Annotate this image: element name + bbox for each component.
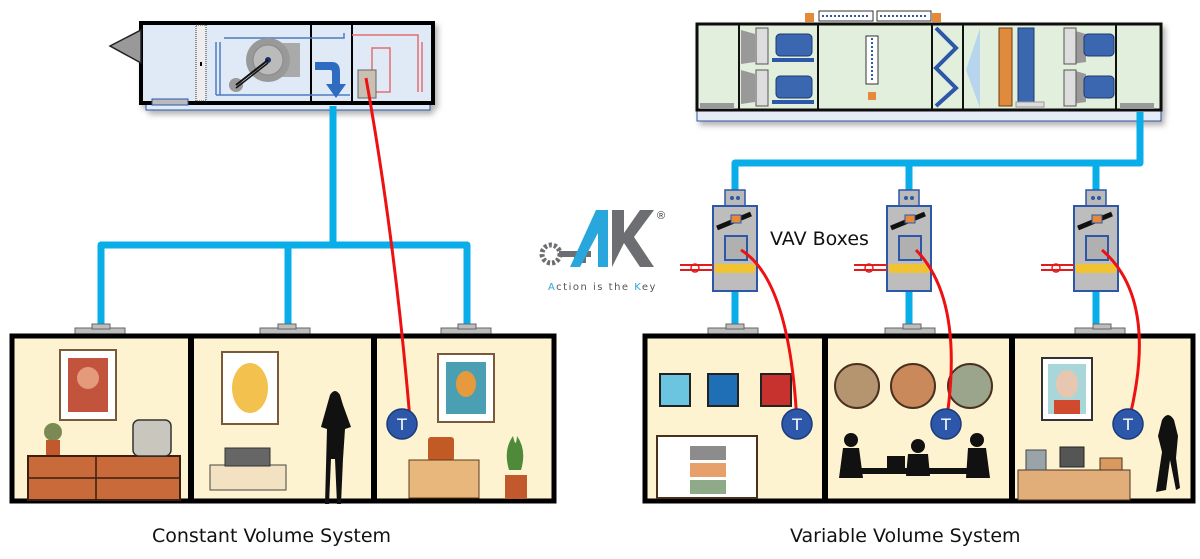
thermostat-label: T [940, 415, 951, 434]
ahu-sections [738, 24, 1117, 110]
plant-pot [506, 436, 524, 470]
pop-art-3 [760, 373, 792, 407]
tagline-k: K [634, 282, 642, 293]
cooling-coil-blue [1017, 27, 1035, 103]
registered-mark: ® [657, 210, 666, 222]
vav-box [886, 189, 932, 292]
pre-filter [966, 28, 980, 108]
computer-desk [209, 464, 287, 491]
tagline-mid: ction is the [556, 282, 635, 293]
thermostat: T [386, 408, 418, 440]
woman-silhouette [1156, 415, 1180, 492]
plant-pot [44, 423, 62, 441]
thermostat-label: T [791, 415, 802, 434]
thermostat-label: T [1122, 415, 1133, 434]
pop-art-2 [707, 373, 739, 407]
round-landscape-3 [947, 363, 993, 409]
supply-fan-motors [741, 27, 1115, 107]
tagline-a: A [548, 282, 557, 293]
gear-key-icon [539, 210, 654, 267]
air-intake-hood [108, 28, 142, 65]
thermostat: T [930, 408, 962, 440]
desk [408, 459, 480, 499]
mixing-dampers [805, 10, 941, 100]
vav-boxes-label: VAV Boxes [770, 228, 869, 250]
constant-volume-caption: Constant Volume System [152, 525, 392, 547]
round-landscape-2 [890, 363, 936, 409]
ceiling-diffusers [74, 323, 1126, 337]
constant-volume-ductwork [97, 106, 471, 327]
round-landscape-1 [834, 363, 880, 409]
room-furnishings [27, 349, 1180, 504]
logo-tagline: Action is the Key [548, 282, 657, 293]
cooling-coil [215, 33, 350, 96]
thermostat-label: T [396, 415, 407, 434]
vav-box [1073, 189, 1119, 292]
bag-filter [933, 26, 959, 108]
thermostat: T [1112, 408, 1144, 440]
logo-letter-k [612, 210, 654, 267]
logo-letter-a [570, 210, 608, 267]
supply-fan-icon [229, 38, 300, 92]
crt-monitor [132, 419, 172, 457]
woman-silhouette [321, 391, 351, 504]
desk-chair [428, 437, 454, 461]
pop-art-1 [659, 373, 691, 407]
reheat-valve-icon [680, 263, 713, 273]
variable-volume-caption: Variable Volume System [790, 525, 1021, 547]
reheat-valve-icon [854, 263, 887, 273]
heating-coil-orange [998, 27, 1013, 107]
vav-box [712, 189, 758, 292]
control-wires [364, 77, 1141, 425]
reheat-valve-icon [1041, 263, 1074, 273]
meeting-silhouettes [839, 433, 990, 478]
office-desk [1017, 469, 1131, 501]
heating-coil [352, 34, 423, 93]
airflow-arrow-icon [315, 62, 346, 98]
thermostat: T [781, 408, 813, 440]
tagline-end: ey [641, 282, 657, 293]
